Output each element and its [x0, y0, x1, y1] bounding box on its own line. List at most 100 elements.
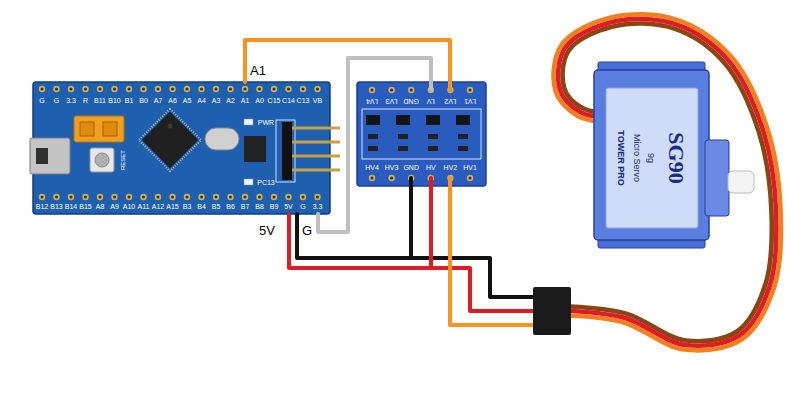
pin-hole: [126, 86, 132, 92]
pin-pad: [242, 194, 248, 200]
shifter-components: [366, 115, 470, 151]
pin-label: B7: [241, 203, 250, 210]
pin-drill: [41, 196, 44, 199]
label-anchor: A10: [123, 203, 135, 210]
resistor: [368, 134, 378, 139]
usb-connector: [30, 138, 70, 174]
pin-drill: [84, 196, 87, 199]
label-anchor: HV3: [385, 164, 399, 171]
servo-label-sticker: [606, 88, 698, 228]
resistor: [428, 134, 438, 139]
pin-callout: A1: [250, 64, 266, 77]
pin-hole: [68, 86, 74, 92]
boot-jumpers: [74, 116, 124, 142]
pin-label: B6: [226, 203, 235, 210]
pin-pad: [242, 86, 248, 92]
pin-label: LV3: [386, 98, 398, 105]
pin-hole: [369, 87, 375, 93]
mosfet: [366, 115, 380, 125]
label-anchor: PC13: [257, 179, 275, 186]
component-label: PC13: [257, 179, 275, 186]
pin-hole: [369, 175, 375, 181]
pin-drill: [70, 196, 73, 199]
pin-pad: [155, 194, 161, 200]
servo-horn: [728, 171, 754, 193]
label-anchor: C15: [268, 97, 281, 104]
mcu-board: [33, 82, 330, 214]
regulator: [244, 136, 266, 162]
pin-pad: [82, 86, 88, 92]
label-anchor: A8: [96, 203, 105, 210]
label-anchor: G: [54, 97, 59, 104]
pin-label: HV2: [444, 164, 458, 171]
label-anchor: B8: [255, 203, 264, 210]
pin-label: 3.3: [66, 97, 76, 104]
label-anchor: R: [83, 97, 88, 104]
header-pin: [290, 127, 340, 130]
pin-pad: [314, 194, 320, 200]
pin-pad: [111, 194, 117, 200]
pin-drill: [316, 196, 319, 199]
servo-body: [594, 70, 709, 240]
pin-label: A8: [96, 203, 105, 210]
pin-drill: [142, 196, 145, 199]
label-anchor: LV4: [366, 98, 378, 105]
pin-drill: [244, 88, 247, 91]
pin-hole: [256, 86, 262, 92]
pin-drill: [84, 88, 87, 91]
pin-drill: [200, 88, 203, 91]
pin-drill: [55, 196, 58, 199]
pin-pad: [227, 194, 233, 200]
label-anchor: B6: [226, 203, 235, 210]
label-anchor: B14: [65, 203, 77, 210]
pin-drill: [215, 196, 218, 199]
pin-hole: [53, 194, 59, 200]
label-anchor: A12: [152, 203, 164, 210]
pin-drill: [287, 196, 290, 199]
mcu-chip: [142, 112, 199, 169]
header-pin: [290, 169, 340, 172]
resistor: [458, 146, 468, 151]
pin-pad: [314, 86, 320, 92]
label-anchor: B3: [183, 203, 192, 210]
pin-label: B12: [36, 203, 48, 210]
pin-label: A12: [152, 203, 164, 210]
label-anchor: B0: [139, 97, 148, 104]
pin-label: 5V: [284, 203, 293, 210]
pin-label: G: [54, 97, 59, 104]
pin-pad: [388, 87, 394, 93]
label-anchor: A2: [226, 97, 235, 104]
pin-label: A15: [166, 203, 178, 210]
pin-pad: [300, 194, 306, 200]
pin-drill: [273, 196, 276, 199]
pin-hole: [140, 86, 146, 92]
label-anchor: SG90: [665, 132, 687, 183]
status-led: [244, 179, 253, 185]
pin-drill: [371, 89, 374, 92]
pin-label: A7: [154, 97, 163, 104]
pin-hole: [213, 194, 219, 200]
pin-drill: [229, 88, 232, 91]
pin-label: GND: [403, 164, 419, 171]
label-anchor: LV1: [464, 98, 476, 105]
label-anchor: GND: [403, 164, 419, 171]
pin-drill: [157, 88, 160, 91]
pin-drill: [171, 196, 174, 199]
pin-hole: [227, 86, 233, 92]
pin-label: A9: [110, 203, 119, 210]
pin-label: HV3: [385, 164, 399, 171]
label-anchor: B10: [108, 97, 120, 104]
pin-pad: [184, 86, 190, 92]
pin-label: GND: [403, 98, 419, 105]
label-anchor: 5V: [259, 224, 275, 237]
pin-label: B9: [270, 203, 279, 210]
label-anchor: 9g: [646, 153, 655, 163]
jumper-cap: [103, 122, 117, 136]
chip-dot: [168, 124, 173, 129]
power-wire: [289, 214, 535, 311]
header-pins: [290, 128, 340, 170]
pin-pad: [39, 194, 45, 200]
pin-drill: [128, 196, 131, 199]
